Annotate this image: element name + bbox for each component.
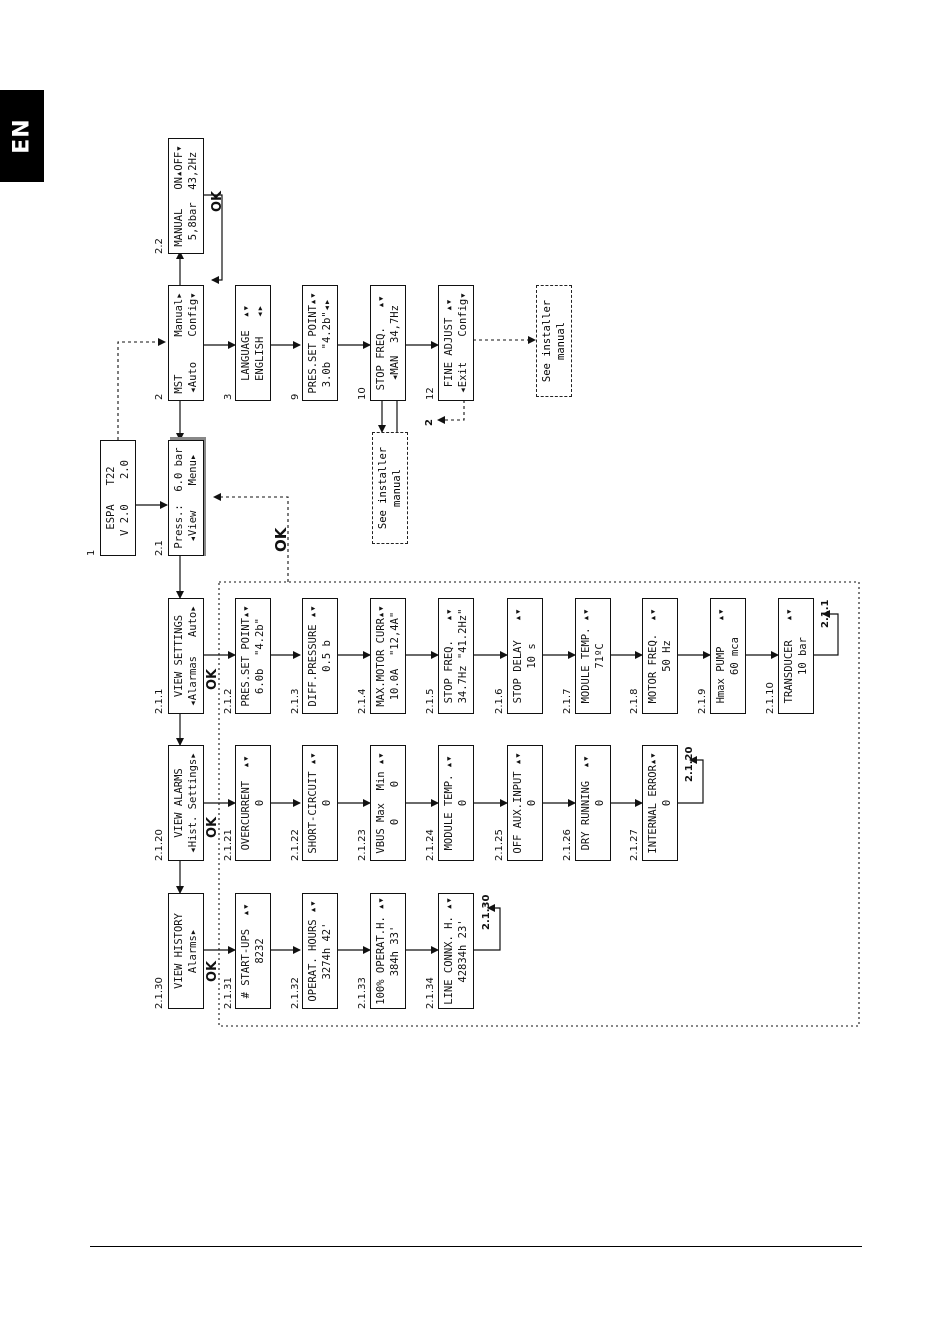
- screen-3-language: LANGUAGE ▴▾ENGLISH ◂▸: [235, 285, 271, 401]
- ref-2-1-25: 2.1.25: [494, 829, 505, 861]
- screen-2-1-3: DIFF.PRESSURE ▴▾0.5 b: [302, 598, 338, 714]
- ref-2-1-1: 2.1.1: [154, 688, 165, 714]
- ok-label-2-1-1: OK: [205, 668, 220, 690]
- screen-2-1-4: MAX.MOTOR CURR▴▾10.0A "12,4A": [370, 598, 406, 714]
- ref-2-1-8: 2.1.8: [629, 688, 640, 714]
- screen-10-stop-freq: STOP FREQ. ▴▾◂MAN 34,7Hz: [370, 285, 406, 401]
- screen-2-mst: MST Manual▸◂Auto Config▾: [168, 285, 204, 401]
- ref-2-1-20: 2.1.20: [154, 829, 165, 861]
- ref-2-2: 2.2: [154, 238, 165, 254]
- ref-2-1-30: 2.1.30: [154, 977, 165, 1009]
- ref-1: 1: [86, 549, 97, 556]
- screen-2-1-32: OPERAT. HOURS ▴▾3274h 42': [302, 893, 338, 1009]
- screen-2-1-2: PRES.SET POINT▴▾6.0b "4.2b": [235, 598, 271, 714]
- loop-ref-2-1-20: 2.1.20: [684, 746, 695, 782]
- ref-3: 3: [223, 393, 234, 400]
- ok-label-main: OK: [272, 527, 290, 552]
- ref-2: 2: [154, 393, 165, 400]
- ref-2-1-4: 2.1.4: [357, 688, 368, 714]
- ref-10: 10: [357, 387, 368, 400]
- language-tab: EN: [0, 90, 44, 182]
- screen-2-1-25: OFF AUX.INPUT ▴▾0: [507, 745, 543, 861]
- loop-ref-2-1-30: 2.1.30: [481, 894, 492, 930]
- ref-12: 12: [425, 387, 436, 400]
- ref-2-1-26: 2.1.26: [562, 829, 573, 861]
- ref-2-1-31: 2.1.31: [223, 977, 234, 1009]
- loop-ref-2-1-1: 2.1.1: [820, 599, 831, 628]
- ref-2-1-10: 2.1.10: [765, 682, 776, 714]
- screen-2-2-manual: MANUAL ON▴OFF▾5,8bar 43,2Hz: [168, 138, 204, 254]
- screen-2-1-34: LINE CONNX. H. ▴▾42834h 23': [438, 893, 474, 1009]
- ref-2-1-2: 2.1.2: [223, 688, 234, 714]
- ref-2-1-21: 2.1.21: [223, 829, 234, 861]
- screen-2-1-31: # START-UPS ▴▾8232: [235, 893, 271, 1009]
- screen-9-pres-set-point: PRES.SET POINT▴▾3.0b "4.2b"◂▸: [302, 285, 338, 401]
- ref-2-1-3: 2.1.3: [290, 688, 301, 714]
- screen-2-1-1-view-settings: VIEW SETTINGS◂Alarmas Auto▸: [168, 598, 204, 714]
- ref-9: 9: [290, 393, 301, 400]
- ok-label-2-1-30: OK: [205, 960, 220, 982]
- screen-2-1-7: MODULE TEMP. ▴▾71ºC: [575, 598, 611, 714]
- ref-2-1-6: 2.1.6: [494, 688, 505, 714]
- screen-2-1-20-view-alarms: VIEW ALARMS◂Hist. Settings▸: [168, 745, 204, 861]
- screen-2-1-27: INTERNAL ERROR▴▾0: [642, 745, 678, 861]
- ref-2-1-33: 2.1.33: [357, 977, 368, 1009]
- ref-2-1: 2.1: [154, 540, 165, 556]
- screen-2-1-24: MODULE TEMP. ▴▾0: [438, 745, 474, 861]
- ok-label-2-2: OK: [210, 190, 225, 212]
- ref-back-to-2: 2: [424, 419, 435, 426]
- screen-2-1-9: Hmax PUMP ▴▾60 mca: [710, 598, 746, 714]
- ref-2-1-5: 2.1.5: [425, 688, 436, 714]
- ref-2-1-9: 2.1.9: [697, 688, 708, 714]
- screen-2-1-26: DRY RUNNING ▴▾0: [575, 745, 611, 861]
- ref-2-1-34: 2.1.34: [425, 977, 436, 1009]
- screen-2-1-8: MOTOR FREQ. ▴▾50 Hz: [642, 598, 678, 714]
- screen-2-1-main: Press.: 6.0 bar◂View Menu▸: [168, 440, 204, 556]
- screen-2-1-21: OVERCURRENT ▴▾0: [235, 745, 271, 861]
- screen-2-1-6: STOP DELAY ▴▾10 s: [507, 598, 543, 714]
- ref-2-1-27: 2.1.27: [629, 829, 640, 861]
- ref-2-1-24: 2.1.24: [425, 829, 436, 861]
- screen-2-1-10: TRANSDUCER ▴▾10 bar: [778, 598, 814, 714]
- screen-2-1-5: STOP FREQ. ▴▾34.7Hz "41.2Hz": [438, 598, 474, 714]
- ok-label-2-1-20: OK: [205, 816, 220, 838]
- screen-2-1-33: 100% OPERAT.H. ▴▾384h 33': [370, 893, 406, 1009]
- ref-2-1-32: 2.1.32: [290, 977, 301, 1009]
- ref-2-1-22: 2.1.22: [290, 829, 301, 861]
- ref-2-1-23: 2.1.23: [357, 829, 368, 861]
- screen-2-1-22: SHORT-CIRCUIT ▴▾0: [302, 745, 338, 861]
- footer-rule: [90, 1246, 862, 1247]
- ref-2-1-7: 2.1.7: [562, 688, 573, 714]
- screen-12-fine-adjust: FINE ADJUST ▴▾◂Exit Config▾: [438, 285, 474, 401]
- screen-2-1-23: VBUS Max Min ▴▾0 0: [370, 745, 406, 861]
